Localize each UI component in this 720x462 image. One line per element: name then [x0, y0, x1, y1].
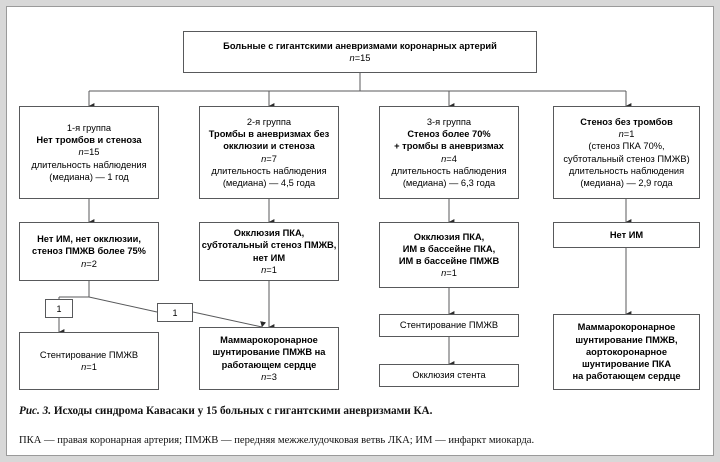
- mid-1-line2: стеноз ПМЖВ более 75%: [32, 246, 146, 257]
- node-group-3: 3-я группа Стеноз более 70% + тромбы в а…: [379, 106, 519, 199]
- out-1-line1: Стентирование ПМЖВ: [39, 349, 139, 360]
- group-1-line5: (медиана) — 1 год: [49, 171, 129, 182]
- group-1-line4: длительность наблюдения: [31, 159, 147, 170]
- mid-3-line3: ИМ в бассейне ПМЖВ: [398, 256, 500, 266]
- node-mid-2: Окклюзия ПКА, субтотальный стеноз ПМЖВ, …: [199, 222, 339, 281]
- node-out-1: Стентирование ПМЖВ n=1: [19, 332, 159, 390]
- group-3-title: 3-я группа: [426, 116, 472, 127]
- group-2-line5: длительность наблюдения: [211, 165, 327, 176]
- mid-3-count: n=1: [441, 268, 457, 279]
- node-mid-1: Нет ИМ, нет окклюзии, стеноз ПМЖВ более …: [19, 222, 159, 281]
- group-4-line3: (стеноз ПКА 70%,: [588, 141, 665, 152]
- mid-2-line2: субтотальный стеноз ПМЖВ,: [201, 240, 337, 251]
- node-root-title: Больные с гигантскими аневризмами корона…: [223, 40, 497, 51]
- out-2-line2: шунтирование ПМЖВ на: [212, 347, 326, 358]
- out-5-line1: Маммарокоронарное: [577, 322, 676, 333]
- group-4-title: Стеноз без тромбов: [580, 116, 673, 127]
- mid-2-line1: Окклюзия ПКА,: [233, 228, 305, 239]
- node-group-4: Стеноз без тромбов n=1 (стеноз ПКА 70%, …: [553, 106, 700, 199]
- out-5-line4: шунтирование ПКА: [581, 359, 672, 370]
- mid-2-line3: нет ИМ: [252, 252, 286, 263]
- group-4-count: n=1: [618, 129, 635, 140]
- figure-caption: Рис. 3. Исходы синдрома Кавасаки у 15 бо…: [19, 405, 709, 417]
- out-2-line3: работающем сердце: [221, 359, 317, 370]
- out-5-line2: шунтирование ПМЖВ,: [575, 334, 678, 345]
- group-4-line4: субтотальный стеноз ПМЖВ): [563, 153, 690, 164]
- out-5-line3: аортокоронарное: [585, 346, 667, 357]
- out-2-line1: Маммарокоронарное: [220, 335, 318, 346]
- out-1-count: n=1: [81, 362, 97, 372]
- group-2-line6: (медиана) — 4,5 года: [222, 177, 316, 188]
- node-mid-3: Окклюзия ПКА, ИМ в бассейне ПКА, ИМ в ба…: [379, 222, 519, 288]
- figure-legend: ПКА — правая коронарная артерия; ПМЖВ — …: [19, 435, 535, 446]
- group-3-line3: + тромбы в аневризмах: [394, 141, 504, 152]
- connector-tag-right-label: 1: [172, 307, 178, 318]
- out-2-count: n=3: [261, 371, 277, 382]
- out-5-line5: на работающем сердце: [572, 371, 681, 382]
- group-2-line2: Тромбы в аневризмах без: [208, 129, 330, 140]
- group-3-count: n=4: [441, 153, 457, 164]
- group-2-count: n=7: [261, 153, 277, 164]
- node-root-count: n=15: [349, 53, 371, 63]
- flowchart-canvas: Больные с гигантскими аневризмами корона…: [7, 7, 713, 455]
- connector-tag-left-label: 1: [56, 303, 62, 314]
- group-2-title: 2-я группа: [246, 116, 292, 127]
- mid-3-line2: ИМ в бассейне ПКА,: [402, 243, 496, 254]
- group-4-line5: длительность наблюдения: [568, 165, 685, 176]
- group-1-count: n=15: [78, 147, 100, 158]
- node-out-5: Маммарокоронарное шунтирование ПМЖВ, аор…: [553, 314, 700, 390]
- connector-tag-right: 1: [157, 303, 193, 322]
- group-3-line2: Стеноз более 70%: [407, 129, 491, 140]
- node-out-2: Маммарокоронарное шунтирование ПМЖВ на р…: [199, 327, 339, 390]
- group-3-line5: длительность наблюдения: [391, 165, 507, 176]
- node-mid-4: Нет ИМ: [553, 222, 700, 248]
- node-out-4: Окклюзия стента: [379, 364, 519, 387]
- group-1-line2: Нет тромбов и стеноза: [36, 135, 142, 146]
- group-2-line3: окклюзии и стеноза: [223, 141, 315, 152]
- mid-2-count: n=1: [261, 264, 277, 275]
- node-out-3: Стентирование ПМЖВ: [379, 314, 519, 337]
- mid-3-line1: Окклюзия ПКА,: [413, 231, 485, 242]
- node-root: Больные с гигантскими аневризмами корона…: [183, 31, 537, 73]
- node-group-1: 1-я группа Нет тромбов и стеноза n=15 дл…: [19, 106, 159, 199]
- group-1-title: 1-я группа: [66, 122, 112, 133]
- out-4-line1: Окклюзия стента: [412, 370, 486, 381]
- mid-1-line1: Нет ИМ, нет окклюзии,: [37, 234, 141, 245]
- mid-4-line1: Нет ИМ: [609, 229, 644, 240]
- figure-number: Рис. 3.: [19, 405, 52, 417]
- figure-page: Больные с гигантскими аневризмами корона…: [6, 6, 714, 456]
- group-3-line6: (медиана) — 6,3 года: [402, 177, 496, 188]
- figure-caption-text: Исходы синдрома Кавасаки у 15 больных с …: [51, 405, 433, 417]
- connector-tag-left: 1: [45, 299, 73, 318]
- group-4-line6: (медиана) — 2,9 года: [580, 177, 673, 188]
- out-3-line1: Стентирование ПМЖВ: [399, 320, 499, 331]
- node-group-2: 2-я группа Тромбы в аневризмах без окклю…: [199, 106, 339, 199]
- mid-1-count: n=2: [81, 258, 97, 269]
